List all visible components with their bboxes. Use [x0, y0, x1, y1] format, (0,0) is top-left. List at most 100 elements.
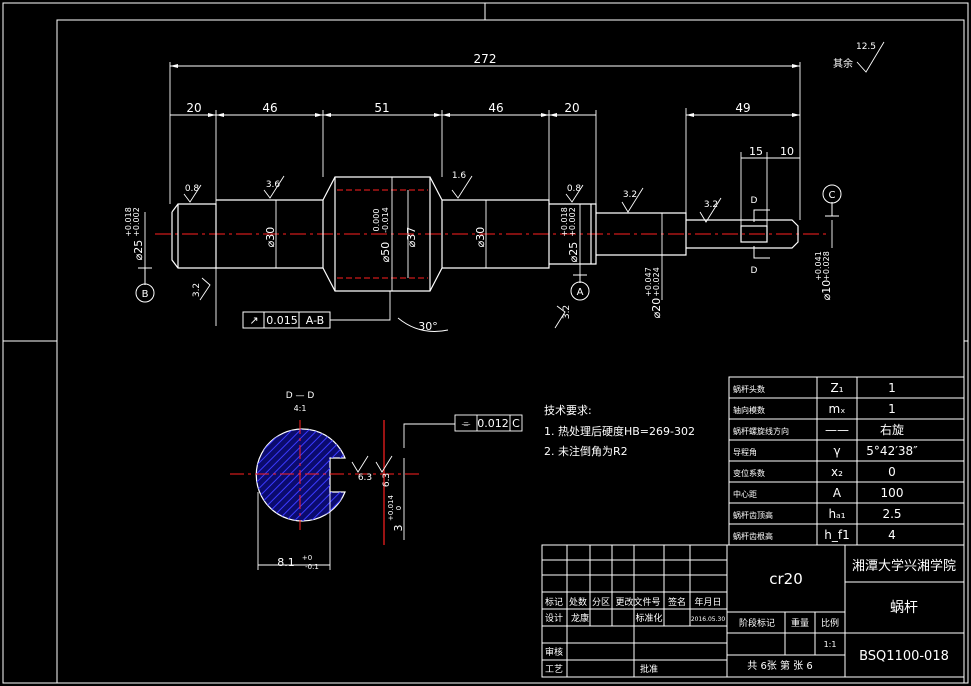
dim-seg5: 20: [564, 101, 579, 115]
shaft-outline: [171, 176, 799, 292]
svg-text:+0: +0: [302, 554, 312, 562]
svg-text:+0.047: +0.047: [644, 267, 653, 297]
svg-text:B: B: [142, 289, 149, 300]
worm-thread-lines: [337, 189, 428, 279]
param-symbol: hₐ₁: [828, 507, 845, 521]
svg-text:+0.018: +0.018: [124, 207, 133, 237]
dim-seg1: 20: [186, 101, 201, 115]
part-name: 蜗杆: [890, 600, 918, 616]
param-label: 蜗杆齿根高: [733, 531, 773, 541]
dim-seg2: 46: [262, 101, 277, 115]
param-symbol: x₂: [831, 465, 843, 479]
svg-text:0.8: 0.8: [185, 184, 200, 194]
technical-notes: 技术要求: 1. 热处理后硬度HB=269-302 2. 未注倒角为R2: [544, 404, 695, 458]
param-value: 1: [888, 402, 896, 416]
dim-right-end: 49: [735, 101, 750, 115]
svg-text:A: A: [577, 287, 584, 298]
svg-text:+0.002: +0.002: [568, 207, 577, 237]
param-value: 1: [888, 381, 896, 395]
param-symbol: h_f1: [824, 528, 849, 542]
svg-text:D: D: [751, 196, 758, 206]
school: 湘潭大学兴湘学院: [852, 558, 956, 574]
svg-text:年月日: 年月日: [694, 596, 721, 608]
svg-text:3.2: 3.2: [192, 283, 202, 297]
param-label: 导程角: [733, 447, 757, 457]
svg-text:⌯: ⌯: [462, 417, 471, 430]
svg-text:比例: 比例: [821, 617, 839, 629]
dim-seg4: 46: [488, 101, 503, 115]
param-symbol: ——: [825, 423, 849, 437]
dim-key-len: 15: [749, 145, 763, 158]
svg-text:1. 热处理后硬度HB=269-302: 1. 热处理后硬度HB=269-302: [544, 424, 695, 438]
svg-text:设计: 设计: [545, 612, 563, 624]
runout-tolerance-frame: [242, 311, 331, 329]
param-symbol: mₓ: [828, 402, 845, 416]
svg-text:签名: 签名: [668, 596, 686, 608]
svg-text:阶段标记: 阶段标记: [739, 617, 775, 629]
svg-text:⌀10: ⌀10: [820, 280, 833, 301]
datum-labels: B A C: [142, 190, 836, 300]
svg-text:0.8: 0.8: [567, 184, 582, 194]
svg-text:A-B: A-B: [306, 314, 324, 327]
svg-text:3.6: 3.6: [266, 180, 281, 190]
svg-text:3.2: 3.2: [623, 190, 637, 200]
svg-text:3: 3: [392, 525, 405, 532]
svg-text:D: D: [751, 266, 758, 276]
svg-text:工艺: 工艺: [545, 664, 563, 675]
svg-text:龙康: 龙康: [571, 612, 589, 624]
svg-text:0: 0: [395, 506, 403, 510]
svg-text:批准: 批准: [640, 663, 658, 675]
svg-text:6.3: 6.3: [382, 473, 392, 487]
svg-text:审核: 审核: [545, 646, 563, 658]
svg-text:⌀37: ⌀37: [405, 227, 418, 248]
dim-key-off: 10: [780, 145, 794, 158]
svg-text:0.015: 0.015: [266, 314, 298, 327]
param-symbol: γ: [833, 444, 840, 458]
svg-text:3.2: 3.2: [704, 200, 718, 210]
param-label: 蜗杆头数: [733, 384, 765, 394]
svg-text:标记: 标记: [545, 596, 563, 608]
svg-text:4:1: 4:1: [294, 404, 307, 413]
svg-text:⌀30: ⌀30: [264, 227, 277, 248]
svg-text:↗: ↗: [249, 314, 258, 327]
section-d-markers: [753, 209, 770, 259]
title-block: 标记 处数 分区 更改文件号 签名 年月日 设计 龙康 标准化 2016.05.…: [541, 544, 965, 678]
svg-text:-0.014: -0.014: [381, 207, 390, 233]
svg-text:2. 未注倒角为R2: 2. 未注倒角为R2: [544, 444, 628, 458]
dim-angle: 30°: [418, 320, 438, 333]
param-value: 2.5: [882, 507, 901, 521]
svg-text:C: C: [512, 417, 520, 430]
param-label: 变位系数: [733, 468, 765, 478]
rotated-dimension-text: ⌀25 +0.018 +0.002 ⌀30 ⌀50 0.000 -0.014 ⌀…: [124, 207, 833, 318]
material: cr20: [769, 570, 803, 588]
svg-text:12.5: 12.5: [856, 42, 876, 52]
svg-text:+0.002: +0.002: [132, 207, 141, 237]
svg-text:1:1: 1:1: [824, 640, 837, 649]
param-symbol: Z₁: [830, 381, 843, 395]
dim-total: 272: [474, 52, 497, 66]
roughness-symbols: [183, 41, 885, 329]
svg-text:重量: 重量: [791, 617, 809, 629]
svg-text:标准化: 标准化: [635, 612, 662, 624]
svg-text:更改文件号: 更改文件号: [615, 596, 660, 608]
svg-text:-0.1: -0.1: [305, 563, 319, 571]
svg-text:2016.05.30: 2016.05.30: [691, 616, 726, 623]
section-view: D — D 4:1 8.1 +0 -0.1 6.3 6.3 3 +0.014 0…: [230, 391, 523, 571]
svg-text:其余: 其余: [833, 57, 853, 70]
param-label: 中心距: [733, 489, 757, 499]
svg-text:C: C: [829, 190, 836, 201]
param-value: 右旋: [880, 422, 904, 437]
svg-text:⌀30: ⌀30: [474, 227, 487, 248]
svg-text:+0.018: +0.018: [560, 207, 569, 237]
svg-text:处数: 处数: [569, 596, 587, 608]
param-label: 蜗杆齿顶高: [733, 510, 773, 520]
param-label: 蜗杆螺旋线方向: [733, 426, 789, 436]
svg-text:0.012: 0.012: [477, 417, 509, 430]
svg-text:技术要求:: 技术要求:: [544, 404, 592, 417]
dimension-text: 272 20 46 51 46 20 49 15 10 30°: [186, 52, 794, 333]
roughness-text: 0.8 3.6 1.6 0.8 3.2 3.2 12.5 其余 3.2 3.2: [185, 42, 876, 319]
svg-text:6.3: 6.3: [358, 473, 372, 483]
